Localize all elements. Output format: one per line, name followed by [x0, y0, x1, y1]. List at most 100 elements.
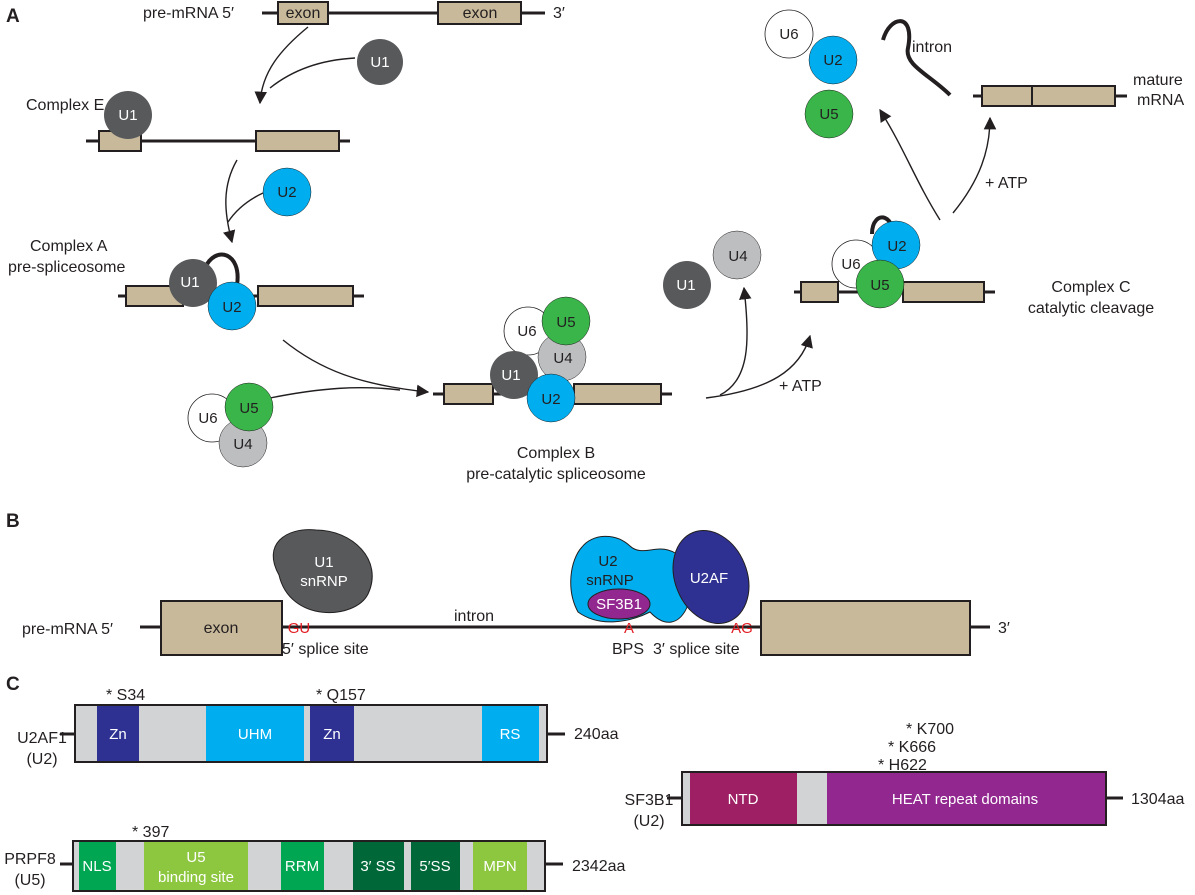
flow-arrow: [719, 286, 752, 396]
exon-box: [277, 1, 329, 25]
mutation-label: * H622: [878, 757, 927, 774]
u2-particle: [262, 167, 312, 217]
domain-label: 3′ SS: [360, 858, 395, 875]
u1-label: U1: [370, 54, 389, 71]
domain-rs: [482, 706, 539, 761]
domain-label: UHM: [238, 726, 272, 743]
protein-name: PRPF8: [4, 851, 56, 868]
flow-arrow: [254, 26, 309, 105]
complex-b-line1: Complex B: [517, 445, 595, 462]
domain-rrm: [281, 842, 324, 890]
mature-line2: mRNA: [1137, 92, 1184, 109]
bps-label: BPS: [612, 641, 644, 658]
domain-ntd: [690, 773, 797, 824]
flow-arrow: [269, 57, 356, 89]
flow-arrow: [269, 386, 401, 399]
u5-label: U5: [556, 314, 575, 331]
protein-length: 1304aa: [1131, 791, 1184, 808]
exon-box: [437, 1, 522, 25]
u1-label: U1: [180, 274, 199, 291]
u1-snrnp: [272, 529, 373, 613]
mutation-label: * K666: [888, 739, 936, 756]
protein-name: U2AF1: [17, 730, 67, 747]
u6-label: U6: [779, 26, 798, 43]
flow-arrow: [222, 159, 238, 244]
complex-b-line2: pre-catalytic spliceosome: [466, 466, 646, 483]
domain-uhm: [206, 706, 304, 761]
u6-label: U6: [198, 410, 217, 427]
pre-mrna-top: pre-mRNA 5′ exon exon 3′: [143, 1, 565, 25]
domain-zn: [310, 706, 354, 761]
flow-arrow: [282, 339, 430, 398]
domain-label: HEAT repeat domains: [892, 791, 1038, 808]
u5-label: U5: [239, 400, 258, 417]
intron-lariat: [881, 19, 952, 97]
ag-site: AG: [731, 620, 753, 637]
domain-5ss: [411, 842, 460, 890]
protein-complex: (U2): [26, 751, 57, 768]
domain-heat: [827, 773, 1105, 824]
u5-particle: [804, 89, 854, 139]
domain-label: RRM: [285, 858, 319, 875]
u5-label: U5: [870, 277, 889, 294]
domain-label: MPN: [483, 858, 516, 875]
three-prime-label: 3′: [998, 620, 1010, 637]
protein-length: 2342aa: [572, 858, 625, 875]
sf3b1-label: SF3B1: [596, 596, 642, 613]
mutation-label: * K700: [906, 721, 954, 738]
panel-b-label: B: [6, 511, 20, 532]
complex-c-line1: Complex C: [1051, 279, 1130, 296]
u6-label: U6: [517, 323, 536, 340]
domain-label: binding site: [158, 869, 234, 886]
domain-label: U5: [186, 849, 205, 866]
sf3b1-protein: SF3B1 (U2) NTD HEAT repeat domains * K70…: [625, 721, 1185, 830]
u1-particle: [663, 261, 711, 309]
u1-particle: [104, 91, 152, 139]
gu-site: GU: [288, 620, 311, 637]
u5-label: U5: [819, 106, 838, 123]
complex-a-line1: Complex A: [30, 238, 108, 255]
pre-mrna-label: pre-mRNA 5′: [22, 621, 113, 638]
pre-mrna-splice-sites: exon 3′ intron U1 snRNP U2 snRNP U2AF SF…: [140, 529, 1010, 658]
u4-label: U4: [233, 436, 252, 453]
u1-label: U1: [676, 277, 695, 294]
u2-label: U2: [277, 184, 296, 201]
complex-c-line2: catalytic cleavage: [1028, 300, 1154, 317]
complex-e-label: Complex E: [26, 97, 104, 114]
u2-label: U2: [887, 238, 906, 255]
protein-length: 240aa: [574, 726, 619, 743]
domain-label: NTD: [728, 791, 759, 808]
prpf8-protein: PRPF8 (U5) NLS U5 binding site RRM 3′ SS…: [4, 824, 625, 892]
panel-a-label: A: [6, 6, 20, 27]
pre-mrna-label: pre-mRNA 5′: [143, 5, 234, 22]
domain-label: Zn: [109, 726, 127, 743]
domain-label: RS: [500, 726, 521, 743]
domain-3ss: [353, 842, 404, 890]
u4-particle: [712, 230, 762, 280]
complex-e: U1: [86, 91, 350, 152]
u2-label: U2: [541, 391, 560, 408]
protein-complex: (U5): [14, 872, 45, 889]
u2af-label: U2AF: [690, 570, 728, 587]
u2-label: U2: [823, 52, 842, 69]
protein-name: SF3B1: [625, 792, 674, 809]
domain-u5-binding: [144, 842, 248, 890]
u6-label: U6: [841, 256, 860, 273]
atp-label: + ATP: [779, 378, 822, 395]
exon-label: exon: [204, 620, 239, 637]
intron-label: intron: [454, 608, 494, 625]
u2-particle: [808, 35, 858, 85]
complex-a: U1 U2: [118, 252, 364, 331]
complex-a-line2: pre-spliceosome: [8, 259, 125, 276]
u2af-factor: [672, 529, 750, 625]
u1-snrnp-label: U1: [314, 554, 333, 571]
domain-label: NLS: [82, 858, 111, 875]
domain-nls: [79, 842, 116, 890]
complex-b: U6 U4 U5 U1 U2: [433, 296, 672, 423]
u6-particle: [764, 9, 814, 59]
u1-label: U1: [501, 367, 520, 384]
protein-complex: (U2): [633, 813, 664, 830]
exon-label: exon: [463, 5, 498, 22]
three-prime-splice-site-label: 3′ splice site: [653, 641, 740, 658]
